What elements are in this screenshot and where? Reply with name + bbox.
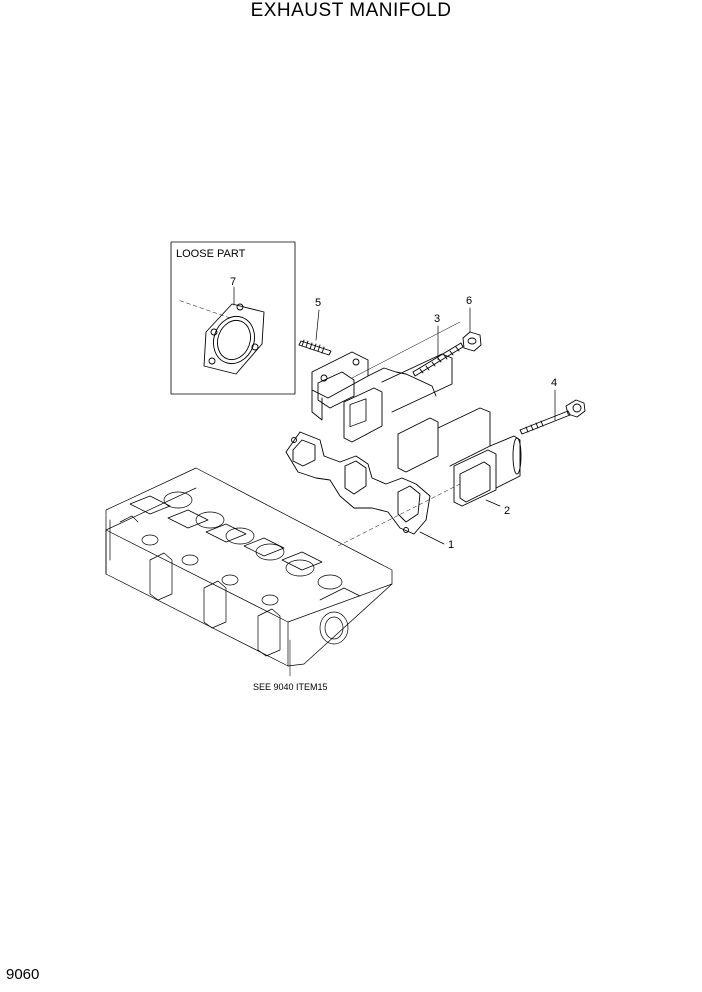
alignment-lines	[177, 299, 461, 547]
callout-1: 1	[448, 539, 454, 551]
bolt-item-4	[519, 389, 586, 435]
callout-2: 2	[504, 505, 510, 517]
nut-item-6	[462, 307, 482, 352]
reference-note: SEE 9040 ITEM15	[253, 682, 328, 692]
loose-part-box: LOOSE PART	[170, 241, 296, 395]
stud-item-5	[298, 309, 332, 356]
gasket-item-1	[285, 431, 445, 545]
page-number: 9060	[6, 966, 40, 983]
loose-part-label: LOOSE PART	[176, 248, 246, 260]
stud-item-3	[412, 325, 464, 377]
page-title: EXHAUST MANIFOLD	[250, 0, 452, 21]
cylinder-head	[105, 467, 393, 677]
callout-6: 6	[466, 295, 472, 307]
callout-7: 7	[230, 276, 236, 288]
callout-3: 3	[434, 313, 440, 325]
callout-5: 5	[315, 297, 321, 309]
callout-4: 4	[551, 377, 557, 389]
gasket-item-7	[203, 286, 265, 375]
exhaust-manifold-item-2	[311, 321, 522, 507]
